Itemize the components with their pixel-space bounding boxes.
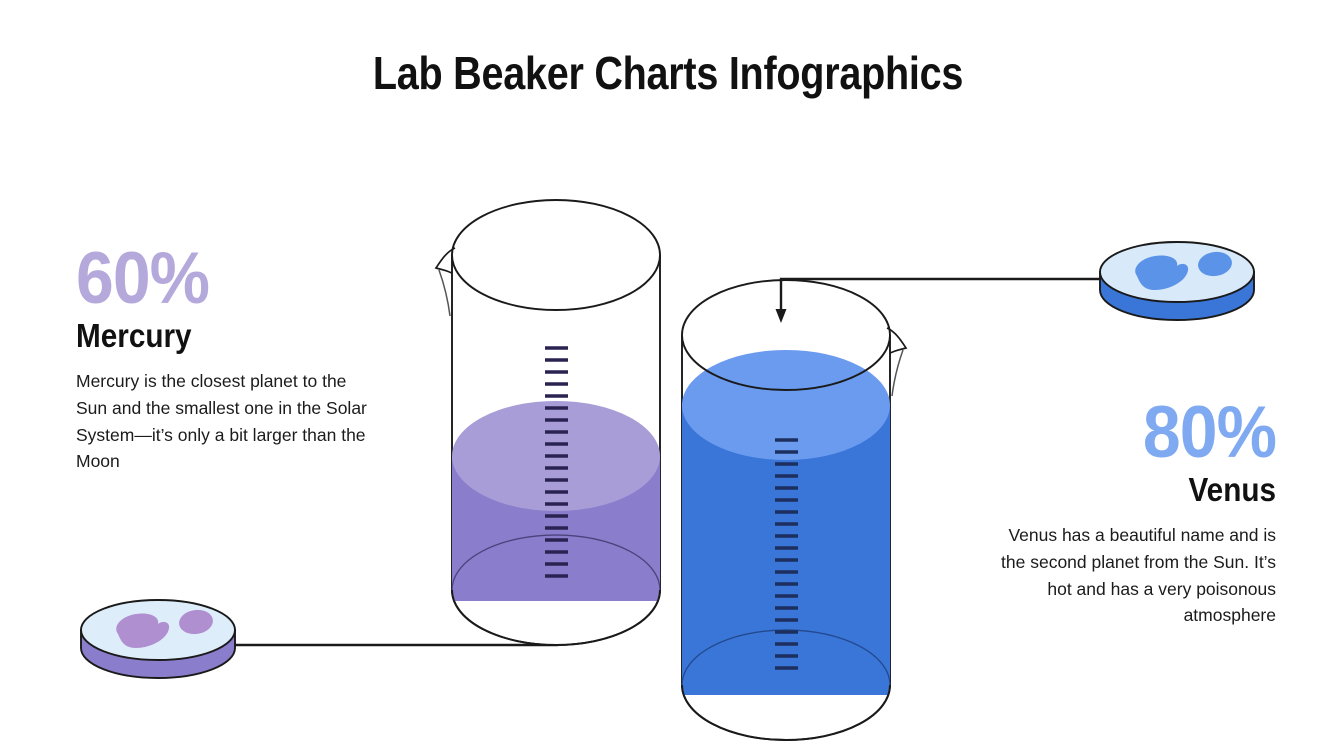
stat-block-venus: 80% Venus Venus has a beautiful name and… [1000,392,1277,629]
beaker-mercury [434,199,661,646]
venus-description: Venus has a beautiful name and is the se… [1001,525,1276,626]
petri-dish-venus [1099,241,1255,321]
mercury-label: Mercury [76,317,192,355]
venus-percent: 80% [1142,392,1277,473]
mercury-description: Mercury is the closest planet to the Sun… [76,371,367,472]
venus-label: Venus [1188,471,1276,509]
mercury-percent: 60% [76,238,210,319]
beaker-venus-liquid [682,350,890,740]
page-title: Lab Beaker Charts Infographics [372,47,964,99]
petri-dish-mercury [80,599,236,679]
connector-venus [775,277,1100,323]
beaker-venus [681,279,908,741]
graduation-scale-mercury [545,346,568,578]
graduation-scale-venus [775,438,798,670]
stat-block-mercury: 60% Mercury Mercury is the closest plane… [76,238,368,475]
